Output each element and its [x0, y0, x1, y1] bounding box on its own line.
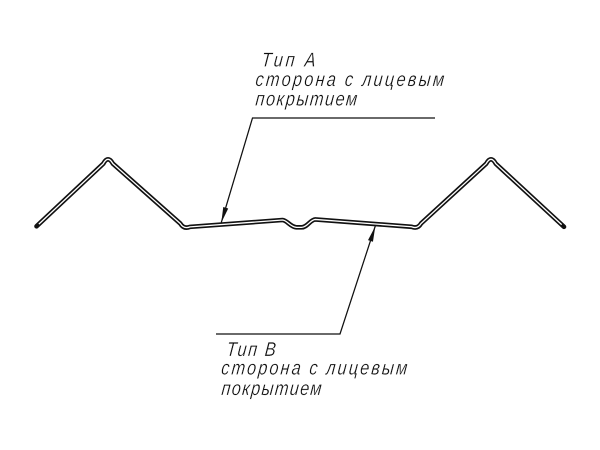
svg-text:покрытием: покрытием — [255, 87, 359, 110]
svg-text:покрытием: покрытием — [221, 377, 324, 400]
svg-text:сторона с лицевым: сторона с лицевым — [220, 356, 409, 379]
